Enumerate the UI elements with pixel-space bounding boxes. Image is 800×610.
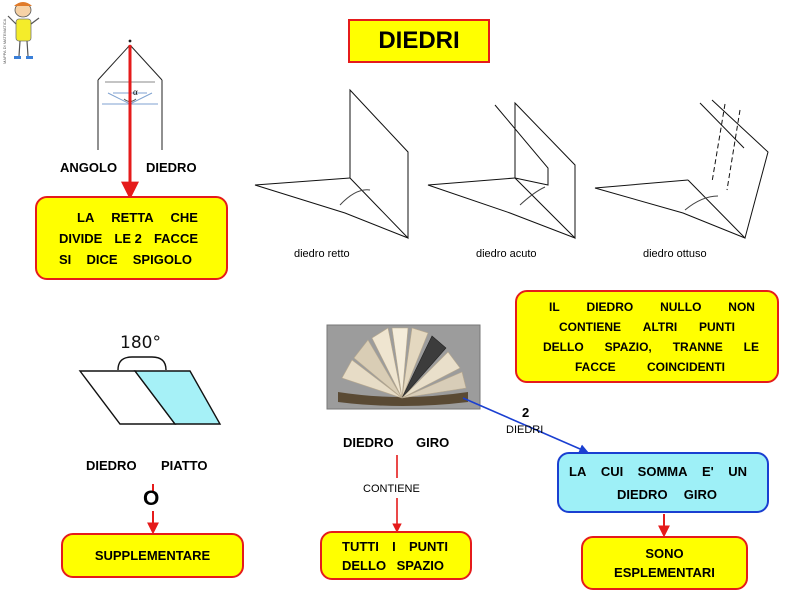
somma-word: CUI: [600, 463, 624, 479]
nullo-word: NON: [728, 299, 755, 314]
arrow-label-number: 2: [522, 405, 530, 420]
angolo-diedro-figure: [97, 44, 163, 150]
piatto-connector-o: O: [143, 487, 160, 510]
piatto-label-left: DIEDRO: [86, 458, 137, 473]
somma-word: UN: [728, 463, 747, 479]
somma-word: SOMMA: [637, 463, 688, 479]
spigolo-box: LA RETTA CHE DIVIDE LE 2 FACCE SI DICE SPIGOLO: [35, 196, 228, 280]
giro-label-right: GIRO: [416, 435, 450, 450]
diedro-nullo-box: IL DIEDRO NULLO NON CONTIENE ALTRI PUNTI DELL…: [515, 290, 779, 383]
spigolo-word: CHE: [170, 209, 198, 225]
caption-diedro-retto: diedro retto: [294, 248, 350, 260]
spigolo-word: LE 2: [114, 230, 142, 246]
arrow-label-word: DIEDRI: [506, 424, 544, 436]
sono-word: SONO: [645, 546, 684, 561]
tutti-word: PUNTI: [408, 538, 448, 554]
open-book-image: [326, 324, 481, 410]
diedro-acuto-figure: [427, 101, 576, 240]
caption-diedro-ottuso: diedro ottuso: [643, 248, 707, 260]
tutti-word: TUTTI: [342, 538, 379, 554]
nullo-word: LE: [743, 339, 759, 354]
spigolo-word: FACCE: [153, 230, 198, 246]
spigolo-word: RETTA: [111, 209, 154, 225]
nullo-word: IL: [549, 299, 560, 314]
corner-caption: MAPPA DI MATEMATICA: [2, 18, 7, 64]
piatto-label-right: PIATTO: [161, 458, 208, 473]
somma-word: LA: [569, 463, 587, 479]
diedro-ottuso-figure: [594, 99, 769, 239]
tutti-punti-box: TUTTI I PUNTI DELLO SPAZIO: [320, 531, 472, 580]
angolo-label-right: DIEDRO: [146, 160, 197, 175]
supplementare-box: SUPPLEMENTARE: [61, 533, 244, 578]
giro-label-left: DIEDRO: [343, 435, 394, 450]
spigolo-word: SPIGOLO: [132, 251, 192, 267]
tutti-word: I: [392, 538, 396, 554]
nullo-word: DIEDRO: [586, 299, 634, 314]
somma-word: E': [701, 463, 714, 479]
nullo-word: FACCE: [575, 359, 616, 374]
page-title: DIEDRI: [348, 19, 490, 63]
somma-box: LA CUI SOMMA E' UN DIEDRO GIRO: [557, 452, 769, 513]
mascot-icon: [7, 2, 40, 59]
diedro-piatto-figure: [78, 356, 222, 425]
sono-esplementari-box: SONO ESPLEMENTARI: [581, 536, 748, 590]
tutti-word: DELLO: [342, 557, 387, 573]
piatto-degrees: 180°: [120, 333, 161, 353]
nullo-word: CONTIENE: [559, 319, 622, 334]
supplementare-text: SUPPLEMENTARE: [94, 548, 211, 563]
contiene-label: CONTIENE: [363, 483, 420, 495]
caption-diedro-acuto: diedro acuto: [476, 248, 537, 260]
nullo-word: COINCIDENTI: [647, 359, 725, 374]
diedro-retto-figure: [254, 88, 409, 240]
spigolo-word: DICE: [86, 251, 118, 267]
spigolo-word: SI: [59, 251, 72, 267]
spigolo-word: LA: [77, 209, 95, 225]
nullo-word: TRANNE: [672, 339, 723, 354]
somma-word: DIEDRO: [617, 486, 668, 502]
nullo-word: PUNTI: [698, 319, 735, 334]
nullo-word: DELLO: [543, 339, 584, 354]
spigolo-word: DIVIDE: [59, 230, 103, 246]
sono-word: ESPLEMENTARI: [614, 565, 715, 580]
alpha-symbol: α: [133, 87, 138, 97]
tutti-word: SPAZIO: [396, 557, 444, 573]
nullo-word: ALTRI: [642, 319, 678, 334]
blue-arrow: [462, 397, 589, 454]
somma-word: GIRO: [683, 486, 717, 502]
angolo-label-left: ANGOLO: [60, 160, 118, 175]
nullo-word: SPAZIO,: [604, 339, 652, 354]
top-point: [128, 39, 132, 43]
nullo-word: NULLO: [660, 299, 702, 314]
